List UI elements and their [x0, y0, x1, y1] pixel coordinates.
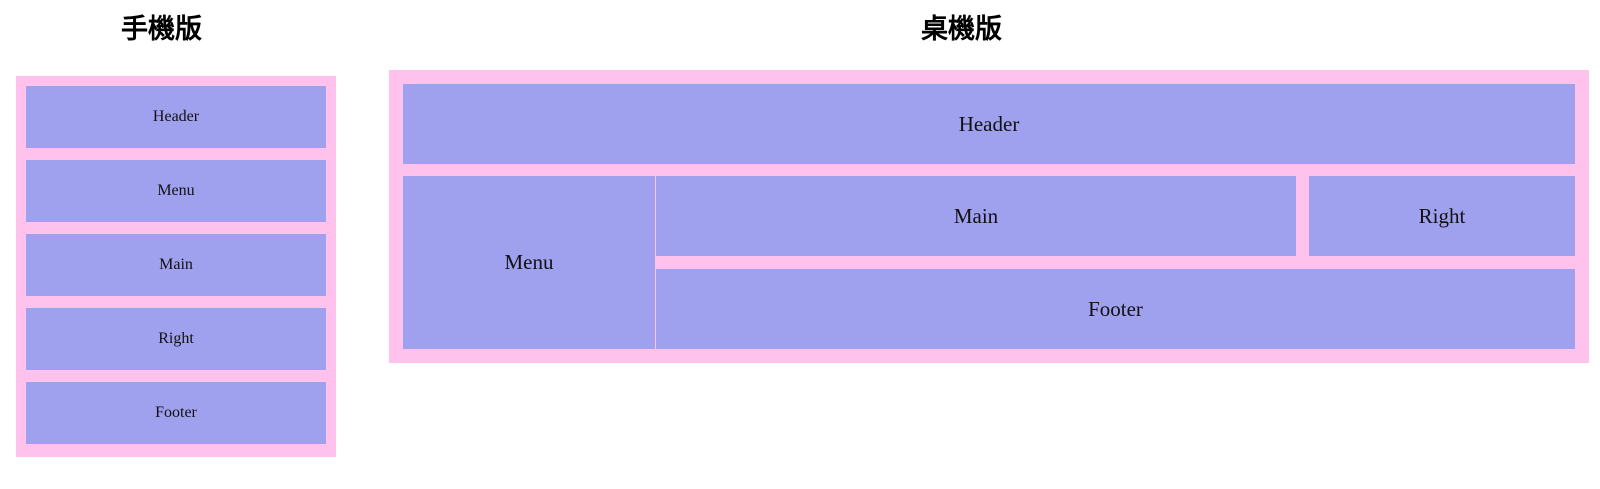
- desktop-block-main-label: Main: [953, 203, 999, 228]
- mobile-layout-title: 手機版: [121, 14, 202, 44]
- mobile-block-header-label: Header: [152, 108, 200, 125]
- mobile-block-menu-label: Menu: [157, 182, 195, 199]
- mobile-block-right-label: Right: [158, 330, 194, 347]
- mobile-block-footer-label: Footer: [155, 404, 197, 421]
- desktop-block-footer-label: Footer: [1088, 296, 1143, 321]
- desktop-block-menu: Menu: [403, 176, 655, 349]
- desktop-block-menu-label: Menu: [504, 250, 554, 274]
- mobile-block-footer: Footer: [26, 382, 326, 444]
- mobile-block-right: Right: [26, 308, 326, 370]
- desktop-block-footer: Footer: [656, 269, 1575, 349]
- desktop-block-main: Main: [656, 176, 1296, 256]
- mobile-block-menu: Menu: [26, 160, 326, 222]
- mobile-block-header: Header: [26, 86, 326, 148]
- desktop-layout-title: 桌機版: [921, 14, 1002, 44]
- desktop-block-header: Header: [403, 84, 1575, 164]
- desktop-block-header-label: Header: [958, 111, 1020, 136]
- desktop-block-right-label: Right: [1418, 203, 1466, 228]
- mobile-wireframe-container: Header Menu Main Right Footer: [16, 76, 336, 457]
- mobile-block-main: Main: [26, 234, 326, 296]
- mobile-block-main-label: Main: [159, 256, 193, 273]
- desktop-wireframe-container: Header Menu Main Right Footer: [389, 70, 1589, 363]
- desktop-block-right: Right: [1309, 176, 1575, 256]
